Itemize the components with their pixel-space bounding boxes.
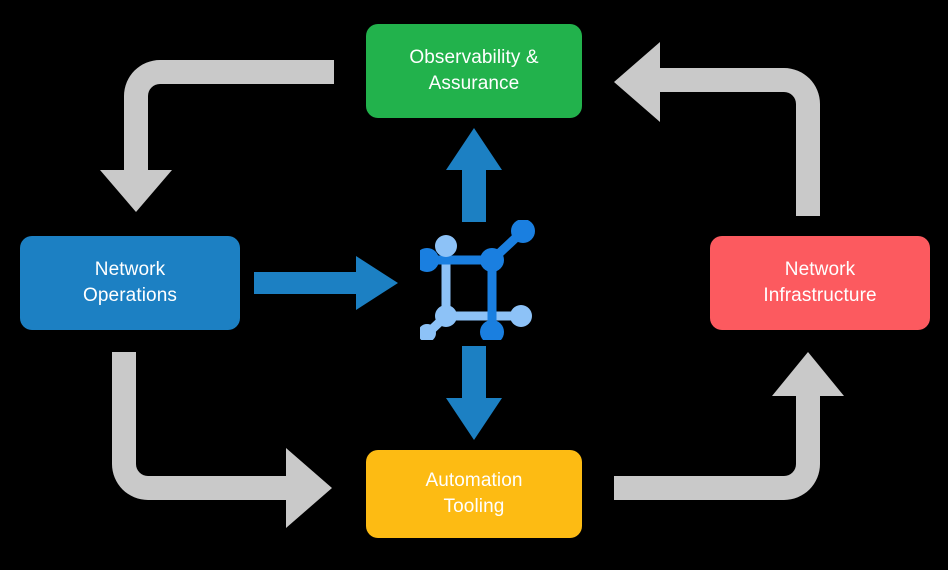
arrow-automation-to-infrastructure (614, 352, 844, 500)
network-mesh-icon (420, 220, 535, 340)
mesh-secondary-nodes (420, 235, 532, 340)
node-observability-assurance[interactable]: Observability & Assurance (366, 24, 582, 118)
node-operations-label: Network Operations (83, 259, 177, 306)
node-infrastructure-label: Network Infrastructure (763, 259, 877, 306)
arrow-operations-to-automation (112, 352, 332, 528)
mesh-primary-nodes (420, 220, 535, 340)
node-network-operations[interactable]: Network Operations (20, 236, 240, 330)
node-network-infrastructure[interactable]: Network Infrastructure (710, 236, 930, 330)
arrow-operations-to-center (254, 256, 398, 310)
arrow-center-to-observability (446, 128, 502, 222)
node-observability-label: Observability & Assurance (409, 47, 539, 94)
arrow-center-to-automation (446, 346, 502, 440)
node-automation-label: Automation Tooling (425, 470, 523, 517)
arrow-observability-to-operations (100, 60, 334, 212)
arrow-infrastructure-to-observability (614, 42, 820, 216)
node-automation-tooling[interactable]: Automation Tooling (366, 450, 582, 538)
